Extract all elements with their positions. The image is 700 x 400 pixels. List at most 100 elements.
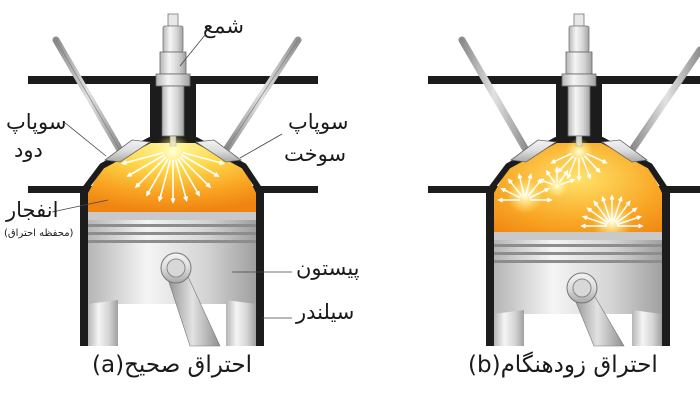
flame-ray-head: [566, 173, 572, 180]
flame-ray-head: [636, 215, 643, 221]
engine-b: [428, 13, 700, 347]
caption-b: احتراق زودهنگام(b): [468, 352, 658, 378]
flame-ray-head: [213, 172, 220, 177]
flame-ray-head: [158, 196, 163, 202]
flame-ray: [135, 156, 167, 188]
flame-ray: [182, 151, 224, 165]
flame-ray: [616, 215, 641, 226]
intake-valve-head: [194, 139, 243, 163]
flame-ray-head: [638, 223, 644, 229]
flame-ray-head: [586, 173, 592, 180]
flame-ray: [539, 179, 554, 186]
flame-ray-head: [609, 194, 615, 200]
flame-ray: [583, 215, 608, 226]
intake-valve-head: [600, 139, 649, 163]
leader-intake-valve: [239, 133, 283, 159]
flame-ray-head: [170, 198, 176, 204]
flame-ray-head: [219, 160, 225, 165]
label-exhaust-valve-line1: سوپاپ: [6, 110, 67, 134]
caption-a: احتراق صحیح(a): [92, 352, 253, 378]
flame-ray: [501, 188, 521, 199]
flame-ray-head: [557, 167, 563, 174]
combustion-chamber-flame: [88, 142, 256, 212]
flame-ray-head: [550, 159, 556, 164]
flame-ray-head: [547, 197, 553, 203]
flame-ray-head: [538, 178, 545, 184]
flame-ray-head: [121, 160, 127, 165]
flame-ray: [177, 158, 200, 196]
flame-ray: [527, 179, 542, 197]
label-cylinder: سیلندر: [296, 300, 355, 324]
cylinder-wall-right: [662, 186, 670, 346]
flame-ray-head: [580, 223, 586, 229]
flame-rays: [121, 151, 225, 204]
flame-ray-head: [617, 195, 623, 202]
flame-ray: [158, 159, 172, 201]
exhaust-valve-head: [509, 139, 558, 163]
label-piston: پیستون: [296, 256, 360, 280]
label-intake-valve-line1: سوپاپ: [288, 110, 349, 134]
exhaust-valve-head: [103, 139, 152, 163]
flame-ray-head: [544, 187, 550, 193]
flame-ray-head: [576, 176, 582, 182]
flame-ray-head: [601, 195, 607, 202]
flame-ray: [174, 159, 188, 201]
flame-ray-head: [195, 190, 200, 197]
flame-ray: [593, 201, 610, 223]
flame-ray: [508, 179, 523, 197]
flame-ray-head: [593, 200, 599, 206]
flame-ray-head: [507, 178, 513, 184]
flame-ray: [581, 157, 591, 179]
flame-ray: [518, 174, 525, 196]
flame-ray-head: [205, 182, 212, 189]
flame-ray-head: [146, 190, 151, 197]
spark-plug: [561, 13, 597, 147]
leader-exhaust-valve: [63, 121, 107, 157]
flame-ray-head: [183, 196, 188, 202]
flame-ray: [587, 207, 609, 224]
cylinder-wall-left: [486, 186, 494, 346]
flame-ray: [551, 152, 573, 164]
leader-spark-plug: [179, 34, 206, 67]
flame-ray: [181, 154, 219, 177]
flame-ray-head: [527, 173, 533, 179]
flame-ray: [146, 158, 169, 196]
label-explosion: انفجار: [6, 198, 59, 222]
leader-explosion: [51, 199, 109, 213]
flame-ray: [179, 156, 211, 188]
flame-ray-head: [126, 172, 133, 177]
flame-ray: [615, 207, 637, 224]
flame-ray: [529, 188, 549, 199]
flame-ray-head: [625, 200, 631, 206]
flame-ray-head: [632, 207, 638, 213]
flame-ray-head: [581, 215, 588, 221]
flame-ray: [601, 197, 612, 222]
flame-rays: [497, 152, 644, 229]
flame-ray: [127, 154, 165, 177]
flame-ray: [557, 155, 575, 173]
label-combustion-chamber: (محفظه احتراق): [4, 228, 74, 239]
flame-ray: [612, 197, 623, 222]
label-intake-valve-line2: سوخت: [284, 142, 347, 166]
cylinder-wall-right: [256, 186, 264, 346]
flame-ray: [585, 152, 607, 164]
intake-valve-stem: [628, 46, 700, 154]
flame-ray: [558, 170, 568, 184]
flame-ray-head: [569, 178, 576, 184]
flame-ray-head: [545, 169, 551, 176]
flame-ray-head: [500, 187, 506, 193]
flame-ray-head: [595, 167, 601, 174]
flame-ray-head: [554, 166, 560, 172]
flame-ray: [560, 179, 575, 186]
flame-ray: [583, 155, 601, 173]
flame-ray-head: [586, 207, 592, 213]
flame-ray: [122, 151, 164, 165]
flame-ray: [614, 201, 631, 223]
flame-ray-head: [497, 197, 503, 203]
label-spark-plug: شمع: [203, 14, 244, 38]
flame-ray-head: [563, 169, 569, 176]
flame-ray: [525, 174, 532, 196]
label-exhaust-valve-line2: دود: [14, 138, 43, 162]
exhaust-valve-stem: [458, 36, 530, 154]
